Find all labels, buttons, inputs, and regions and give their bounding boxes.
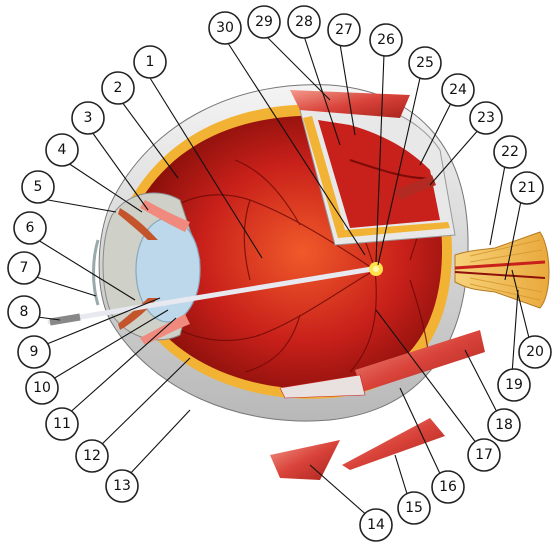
callout-10: 10 xyxy=(26,372,58,404)
callout-16: 16 xyxy=(432,471,464,503)
svg-text:10: 10 xyxy=(33,380,51,396)
callout-9: 9 xyxy=(18,336,50,368)
svg-text:8: 8 xyxy=(20,304,29,320)
callout-5: 5 xyxy=(22,171,54,203)
svg-text:23: 23 xyxy=(477,110,495,126)
svg-text:5: 5 xyxy=(34,179,43,195)
callout-17: 17 xyxy=(468,439,500,471)
callout-12: 12 xyxy=(76,440,108,472)
callout-26: 26 xyxy=(370,24,402,56)
callout-29: 29 xyxy=(248,6,280,38)
callout-24: 24 xyxy=(442,74,474,106)
medial-rectus xyxy=(270,440,340,480)
svg-text:19: 19 xyxy=(505,377,523,393)
inferior-oblique xyxy=(342,418,445,470)
callout-6: 6 xyxy=(14,212,46,244)
svg-text:13: 13 xyxy=(113,478,131,494)
svg-text:15: 15 xyxy=(405,500,423,516)
callout-19: 19 xyxy=(498,369,530,401)
svg-text:29: 29 xyxy=(255,14,273,30)
svg-text:3: 3 xyxy=(84,110,93,126)
callout-25: 25 xyxy=(409,47,441,79)
optic-nerve xyxy=(455,232,549,308)
svg-text:9: 9 xyxy=(30,344,39,360)
callout-21: 21 xyxy=(511,172,543,204)
svg-text:2: 2 xyxy=(114,80,123,96)
callout-30: 30 xyxy=(209,12,241,44)
svg-text:1: 1 xyxy=(146,54,155,70)
callout-3: 3 xyxy=(72,102,104,134)
svg-text:18: 18 xyxy=(495,417,513,433)
svg-text:16: 16 xyxy=(439,479,457,495)
callout-20: 20 xyxy=(519,336,551,368)
svg-text:25: 25 xyxy=(416,55,434,71)
callout-22: 22 xyxy=(494,136,526,168)
svg-text:21: 21 xyxy=(518,180,536,196)
callout-2: 2 xyxy=(102,72,134,104)
svg-text:20: 20 xyxy=(526,344,544,360)
callout-7: 7 xyxy=(8,252,40,284)
callout-18: 18 xyxy=(488,409,520,441)
svg-text:12: 12 xyxy=(83,448,101,464)
callout-15: 15 xyxy=(398,492,430,524)
callout-13: 13 xyxy=(106,470,138,502)
svg-text:28: 28 xyxy=(295,14,313,30)
svg-text:30: 30 xyxy=(216,20,234,36)
svg-text:27: 27 xyxy=(335,22,353,38)
svg-text:6: 6 xyxy=(26,220,35,236)
callout-1: 1 xyxy=(134,46,166,78)
callout-23: 23 xyxy=(470,102,502,134)
callout-11: 11 xyxy=(46,408,78,440)
callout-4: 4 xyxy=(46,134,78,166)
svg-text:17: 17 xyxy=(475,447,493,463)
svg-text:4: 4 xyxy=(58,142,67,158)
svg-text:22: 22 xyxy=(501,144,519,160)
svg-text:26: 26 xyxy=(377,32,395,48)
callout-28: 28 xyxy=(288,6,320,38)
svg-text:11: 11 xyxy=(53,416,71,432)
callout-14: 14 xyxy=(360,509,392,541)
svg-text:24: 24 xyxy=(449,82,467,98)
svg-text:7: 7 xyxy=(20,260,29,276)
callout-8: 8 xyxy=(8,296,40,328)
callout-27: 27 xyxy=(328,14,360,46)
svg-text:14: 14 xyxy=(367,517,385,533)
